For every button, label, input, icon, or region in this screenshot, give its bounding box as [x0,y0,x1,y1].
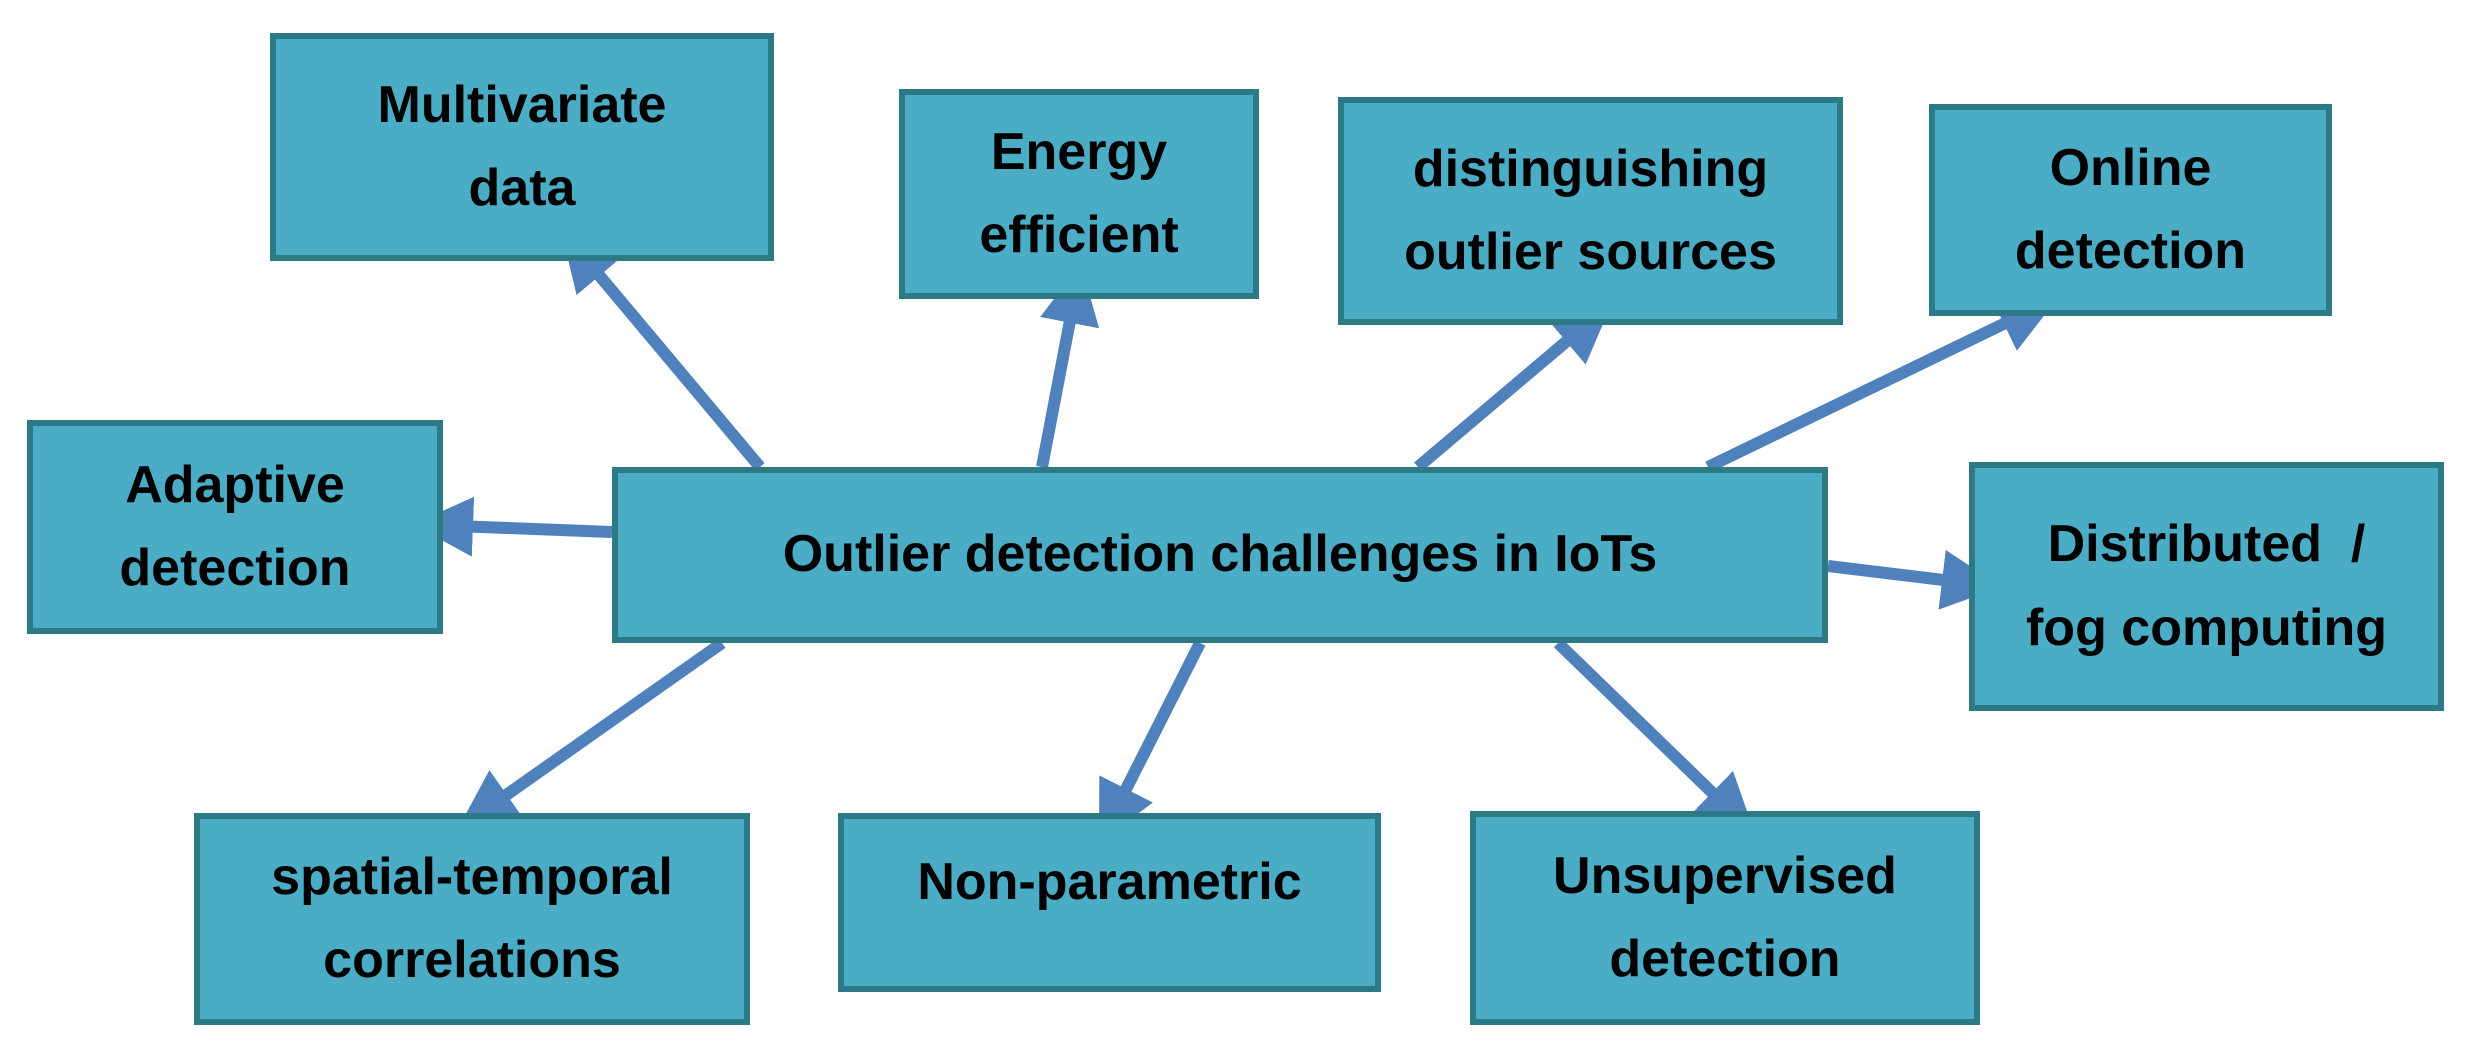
node-adaptive-detection: Adaptive detection [27,420,443,634]
node-label: Unsupervised [1553,846,1897,905]
node-label: detection [119,539,351,597]
node-label: Energy [990,122,1168,181]
center-box: Outlier detection challenges in IoTs [612,467,1828,643]
arrow-to-online [1705,296,2058,473]
node-unsupervised-detection: Unsupervised detection [1470,811,1980,1025]
node-label: data [468,159,576,217]
node-non-parametric: Non-parametric [838,813,1381,992]
arrow-to-multivariate [561,229,765,471]
node-label: Distributed / [2047,515,2366,574]
arrow-to-energy [1036,263,1100,469]
node-spatial-temporal-correlations: spatial-temporal correlations [194,813,750,1025]
node-energy-efficient: Energy efficient [899,89,1259,299]
node-distinguishing-outlier-sources: distinguishing outlier sources [1338,97,1843,325]
node-multivariate-data: Multivariate data [270,33,774,261]
node-distributed-fog-computing: Distributed / fog computing [1969,462,2444,711]
node-label: detection [1609,930,1841,988]
node-label: Adaptive [125,455,345,514]
arrow-to-spatial [457,638,726,830]
node-label: fog computing [2025,598,2388,657]
node-online-detection: Online detection [1929,104,2332,316]
node-label: spatial-temporal [271,847,673,906]
node-label: efficient [979,206,1179,264]
arrow-to-distributed [1827,550,2002,610]
center-label: Outlier detection challenges in IoTs [782,525,1658,584]
arrow-to-distinguishing [1414,302,1613,472]
node-label: outlier sources [1404,223,1777,281]
node-label: Online [2049,138,2212,197]
node-label: Multivariate [377,75,667,134]
node-label: distinguishing [1412,139,1769,198]
arrow-to-adaptive [413,496,613,557]
node-label: Non-parametric [917,853,1302,911]
arrow-to-nonparametric [1099,640,1206,843]
node-label: detection [2014,222,2247,280]
node-label: correlations [323,931,621,989]
arrow-to-unsupervised [1553,638,1756,835]
